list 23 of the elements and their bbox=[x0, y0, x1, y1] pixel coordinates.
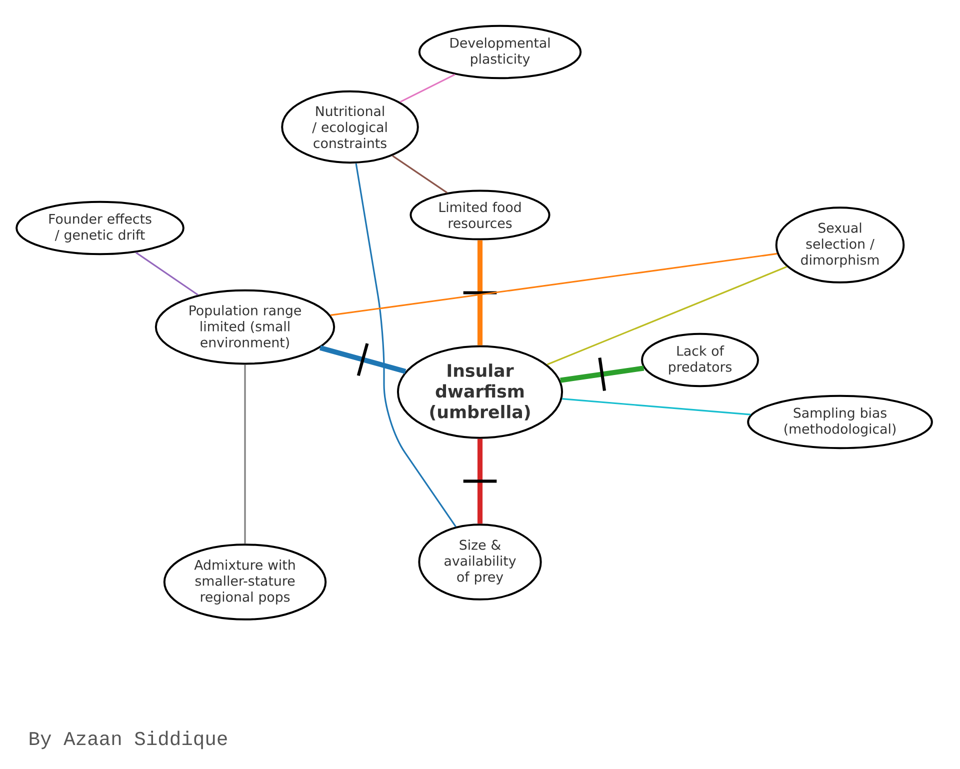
connector-line bbox=[392, 155, 448, 194]
connector-line bbox=[562, 398, 751, 416]
barred-connector bbox=[463, 438, 497, 524]
connector-line bbox=[400, 74, 456, 103]
credit-text: By Azaan Siddique bbox=[30, 730, 227, 750]
ellipse-node: Limited food resources bbox=[410, 190, 550, 240]
connector-line bbox=[355, 163, 456, 528]
connector-line bbox=[330, 252, 778, 316]
ellipse-node: Founder effects / genetic drift bbox=[16, 200, 184, 256]
connector-line bbox=[135, 252, 198, 296]
ellipse-node: Sampling bias (methodological) bbox=[747, 394, 933, 450]
ellipse-node: Nutritional / ecological constraints bbox=[281, 90, 419, 164]
ellipse-node: Admixture with smaller-stature regional pops bbox=[163, 544, 327, 620]
barred-connector bbox=[463, 240, 497, 346]
ellipse-node: Size & availability of prey bbox=[418, 524, 542, 600]
connector-line bbox=[244, 364, 246, 544]
barred-connector bbox=[319, 343, 406, 376]
connector-line bbox=[546, 266, 788, 366]
ellipse-node: Lack of predators bbox=[641, 332, 759, 388]
ellipse-node: Sexual selection / dimorphism bbox=[775, 206, 905, 284]
barred-connector bbox=[560, 358, 644, 391]
ellipse-node: Developmental plasticity bbox=[418, 24, 582, 80]
ellipse-node: Population range limited (small environment) bbox=[154, 289, 336, 365]
